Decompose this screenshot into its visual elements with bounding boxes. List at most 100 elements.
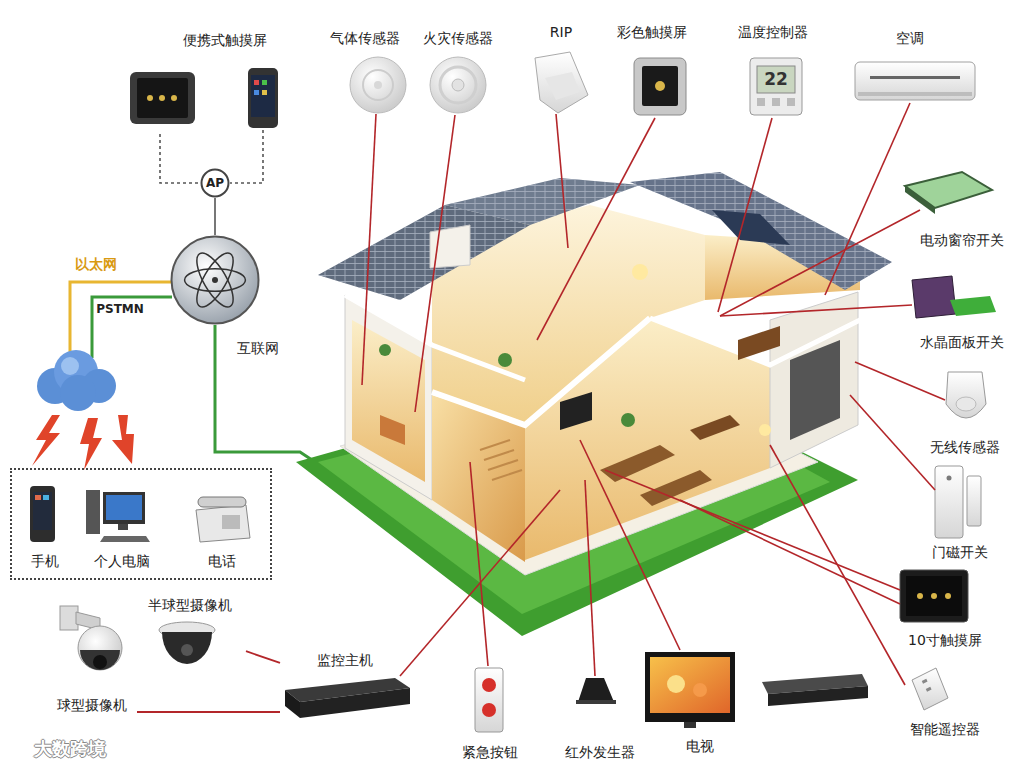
cloud-icon (61, 357, 79, 375)
watermark: 大数跨境 (34, 738, 106, 760)
remote-control-icon (926, 687, 932, 692)
device-label: 气体传感器 (330, 30, 400, 47)
ir-emitter-icon (576, 678, 616, 704)
crystal-panel-icon (912, 276, 956, 318)
crystal-panel-icon (950, 296, 996, 316)
door-sensor-icon (967, 476, 981, 526)
thermostat-icon (757, 66, 795, 93)
wireless-sensor-icon (946, 372, 986, 418)
house-illustration (560, 392, 592, 430)
device-item: 气体传感器 (322, 26, 412, 116)
tablet-icon (137, 78, 188, 118)
connector (214, 198, 216, 235)
device-item: 红外发生器 (555, 670, 645, 766)
house-illustration (345, 295, 432, 500)
house-illustration (770, 292, 858, 468)
set-top-box-icon (762, 674, 868, 706)
leader-lines (415, 115, 455, 412)
cloud-icon (37, 350, 116, 411)
tablet-icon (130, 72, 195, 124)
phone-icon (262, 90, 267, 95)
house-illustration (650, 318, 860, 365)
globe-orbit (185, 269, 246, 292)
device-item: 球型摄像机 (54, 600, 137, 718)
device-item: 温度控制器22 (733, 20, 815, 120)
house-illustration (600, 445, 675, 482)
globe-core (212, 277, 218, 283)
telephone-icon (196, 505, 250, 542)
lightning-icon (32, 415, 134, 470)
connector (137, 711, 280, 713)
color-touch-panel-icon (634, 58, 686, 115)
mobile-phone-icon (30, 486, 55, 542)
lightning-icon (32, 415, 60, 466)
door-sensor-icon (947, 476, 952, 481)
device-item: 水晶面板开关 (900, 272, 1018, 354)
device-label: 无线传感器 (930, 439, 1000, 456)
device-item: 智能遥控器 (893, 664, 1011, 742)
color-touch-panel-icon (634, 58, 686, 115)
telephone-icon (198, 497, 246, 507)
tv-icon (645, 652, 735, 728)
connector (160, 134, 200, 183)
connector (246, 651, 280, 663)
ir-emitter-icon (576, 700, 616, 704)
ap-circle: AP (200, 168, 230, 198)
pc-icon (86, 490, 100, 534)
wireless-sensor-icon (956, 397, 976, 411)
telephone-icon (196, 497, 250, 542)
mobile-phone-icon (35, 495, 41, 500)
leader-lines (580, 440, 680, 650)
house-illustration (318, 205, 530, 300)
pir-sensor-icon (535, 52, 588, 113)
device-item: 无线传感器 (915, 366, 1015, 458)
thermostat-icon (772, 98, 780, 106)
fire-sensor-icon (452, 79, 464, 91)
pc-icon (106, 495, 142, 520)
device-item: 电视 (645, 648, 740, 760)
leader-lines (362, 103, 945, 685)
device-item: 紧急按钮 (455, 662, 527, 766)
dome-camera-icon (181, 644, 193, 656)
phone-icon (248, 68, 278, 128)
tablet-icon (159, 95, 165, 101)
house-illustration (379, 344, 391, 356)
ball-camera-icon (80, 650, 120, 670)
house-illustration (352, 320, 425, 482)
device-label: 监控主机 (317, 652, 373, 669)
leader-lines (585, 480, 595, 676)
mobile-phone-icon (30, 486, 55, 542)
color-touch-panel-icon (642, 66, 678, 106)
fire-sensor-icon (430, 57, 486, 113)
house-illustration (738, 326, 780, 360)
door-sensor-icon (935, 466, 981, 538)
curtain-switch-icon (905, 186, 935, 214)
touch-screen-icon (900, 570, 968, 622)
leader-lines (556, 114, 568, 248)
internet-globe: 互联网 (170, 235, 260, 325)
internet-label: 互联网 (237, 340, 279, 357)
pc-icon (86, 490, 150, 542)
house-illustration (759, 424, 771, 436)
lightning-icon (112, 415, 134, 464)
tv-icon (645, 652, 735, 722)
device-item: 空调 (850, 26, 978, 104)
ball-camera-icon (60, 606, 78, 630)
device-label: 空调 (896, 30, 924, 47)
house-illustration (296, 172, 892, 636)
pc-icon (100, 536, 150, 542)
leader-lines (850, 395, 935, 490)
monitor-host-icon (285, 690, 300, 718)
house-illustration (480, 440, 510, 450)
gas-sensor-icon (350, 57, 406, 113)
device-item: 火灾传感器 (416, 26, 504, 118)
device-label: 彩色触摸屏 (617, 24, 687, 41)
device-item: 门磁开关 (920, 460, 1008, 564)
fire-sensor-icon (440, 67, 476, 103)
tv-icon (693, 683, 707, 697)
pir-sensor-icon (535, 52, 588, 113)
